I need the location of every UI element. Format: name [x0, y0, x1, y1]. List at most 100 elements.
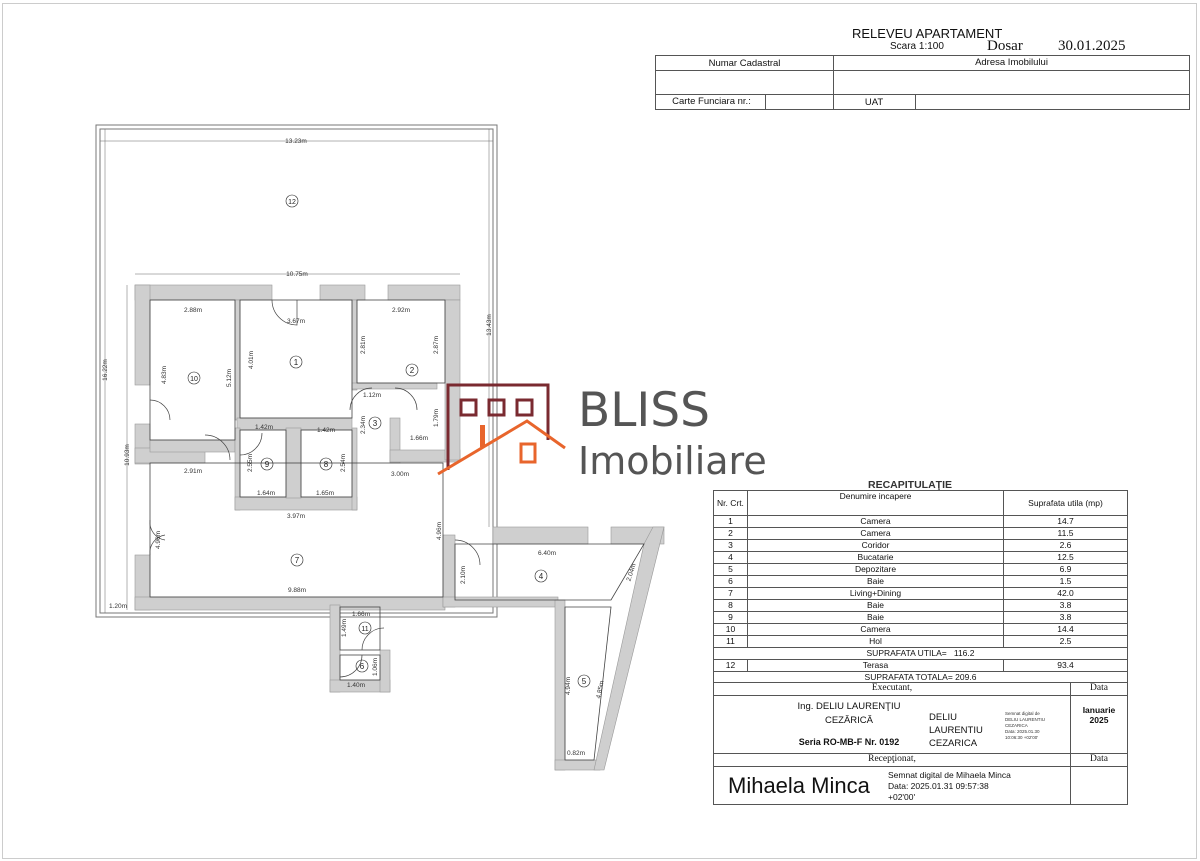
room-4-marker: 4: [534, 569, 548, 583]
page-border: [2, 3, 1197, 859]
row-nr: 11: [713, 635, 748, 648]
row-nr: 5: [713, 563, 748, 576]
dim-label: 1.12m: [363, 392, 381, 399]
dim-label: 1.65m: [316, 490, 334, 497]
room-3-marker: 3: [368, 416, 382, 430]
row-area: 6.9: [1003, 563, 1128, 576]
utila-value: 116.2: [953, 648, 975, 658]
svg-text:4: 4: [539, 572, 544, 581]
dim-label: 4.96m: [436, 522, 443, 540]
row-area: 93.4: [1003, 659, 1128, 672]
dim-label: 13.23m: [285, 138, 307, 145]
col-header: Denumire incapere: [747, 490, 1004, 516]
row-name: Terasa: [747, 659, 1004, 672]
uat-label: UAT: [864, 97, 884, 108]
svg-text:6: 6: [360, 662, 365, 671]
executant-label: Executant,: [871, 683, 913, 693]
dim-label: 3.97m: [287, 513, 305, 520]
row-name: Living+Dining: [747, 587, 1004, 600]
row-nr: 2: [713, 527, 748, 540]
dim-label: 2.81m: [360, 336, 367, 354]
utila-label: SUPRAFATA UTILA=: [866, 648, 947, 658]
document-date: 30.01.2025: [1058, 38, 1126, 54]
row-nr: 10: [713, 623, 748, 636]
svg-text:3: 3: [373, 419, 378, 428]
door-swings: [149, 299, 481, 678]
row-name: Camera: [747, 515, 1004, 528]
receptionat-label: Recepţionat,: [868, 754, 916, 764]
room-12-marker: 12: [285, 194, 299, 208]
room-11-marker: 11: [358, 621, 372, 635]
bliss-logo: BLISS Imobiliare: [437, 383, 767, 483]
dim-label: 2.34m: [360, 416, 367, 434]
utila-row: SUPRAFATA UTILA= 116.2: [713, 647, 1128, 660]
row-area: 3.8: [1003, 599, 1128, 612]
recap-table: Nr. Crt. Denumire incapere Suprafata uti…: [713, 490, 1128, 683]
dosar-label: Dosar: [987, 38, 1023, 54]
row-nr: 8: [713, 599, 748, 612]
dim-label: 1.79m: [433, 409, 440, 427]
dim-label: 10.93m: [124, 444, 131, 466]
dim-label: 2.10m: [460, 566, 467, 584]
row-name: Bucatarie: [747, 551, 1004, 564]
logo-sub: Imobiliare: [578, 439, 767, 483]
totala-label: SUPRAFATA TOTALA=: [864, 672, 953, 682]
svg-text:9: 9: [265, 460, 270, 469]
row-area: 2.6: [1003, 539, 1128, 552]
dim-label: 2.54m: [340, 454, 347, 472]
dimension-labels: 13.23m 10.75m 13.43m 16.22m 10.93m 1.20m…: [102, 138, 638, 757]
row-name: Coridor: [747, 539, 1004, 552]
dim-label: 5.12m: [226, 369, 233, 387]
dim-label: 1.66m: [410, 435, 428, 442]
table-header-row: Nr. Crt. Denumire incapere Suprafata uti…: [713, 490, 1128, 516]
totala-value: 209.6: [955, 672, 977, 682]
row-nr: 6: [713, 575, 748, 588]
dim-label: 1.66m: [352, 611, 370, 618]
room-5-marker: 5: [577, 674, 591, 688]
svg-text:10: 10: [190, 376, 198, 383]
dim-label: 1.06m: [372, 658, 379, 676]
row-nr: 9: [713, 611, 748, 624]
dim-label: 4.85m: [595, 680, 606, 699]
walls: [134, 284, 665, 771]
row-area: 12.5: [1003, 551, 1128, 564]
dim-label: 9.88m: [288, 587, 306, 594]
svg-text:8: 8: [324, 460, 329, 469]
house-logo-icon: [437, 383, 566, 476]
dim-label: 2.91m: [184, 468, 202, 475]
row-nr: 12: [713, 659, 748, 672]
dim-label: 3.00m: [391, 471, 409, 478]
row-name: Camera: [747, 623, 1004, 636]
svg-text:5: 5: [582, 677, 587, 686]
row-area: 2.5: [1003, 635, 1128, 648]
svg-text:1: 1: [294, 358, 299, 367]
dim-label: 1.40m: [347, 682, 365, 689]
row-name: Depozitare: [747, 563, 1004, 576]
dim-label: 3.67m: [287, 318, 305, 325]
room-8-marker: 8: [319, 457, 333, 471]
receiver-name: Mihaela Minca: [728, 773, 870, 798]
svg-text:7: 7: [295, 556, 300, 565]
dim-label: 1.42m: [255, 424, 273, 431]
dim-label: 4.94m: [565, 677, 572, 695]
carte-funciara-label: Carte Funciara nr.:: [672, 96, 751, 107]
data-label-2: Data: [1090, 754, 1108, 764]
dim-label: 0.82m: [567, 750, 585, 757]
room-10-marker: 10: [187, 371, 201, 385]
dim-label: 6.40m: [538, 550, 556, 557]
document-title: RELEVEU APARTAMENT: [852, 26, 1003, 41]
kitchen-slanted-wall: [593, 526, 665, 771]
dim-label: 4.83m: [161, 366, 168, 384]
dim-label: 2.88m: [184, 307, 202, 314]
